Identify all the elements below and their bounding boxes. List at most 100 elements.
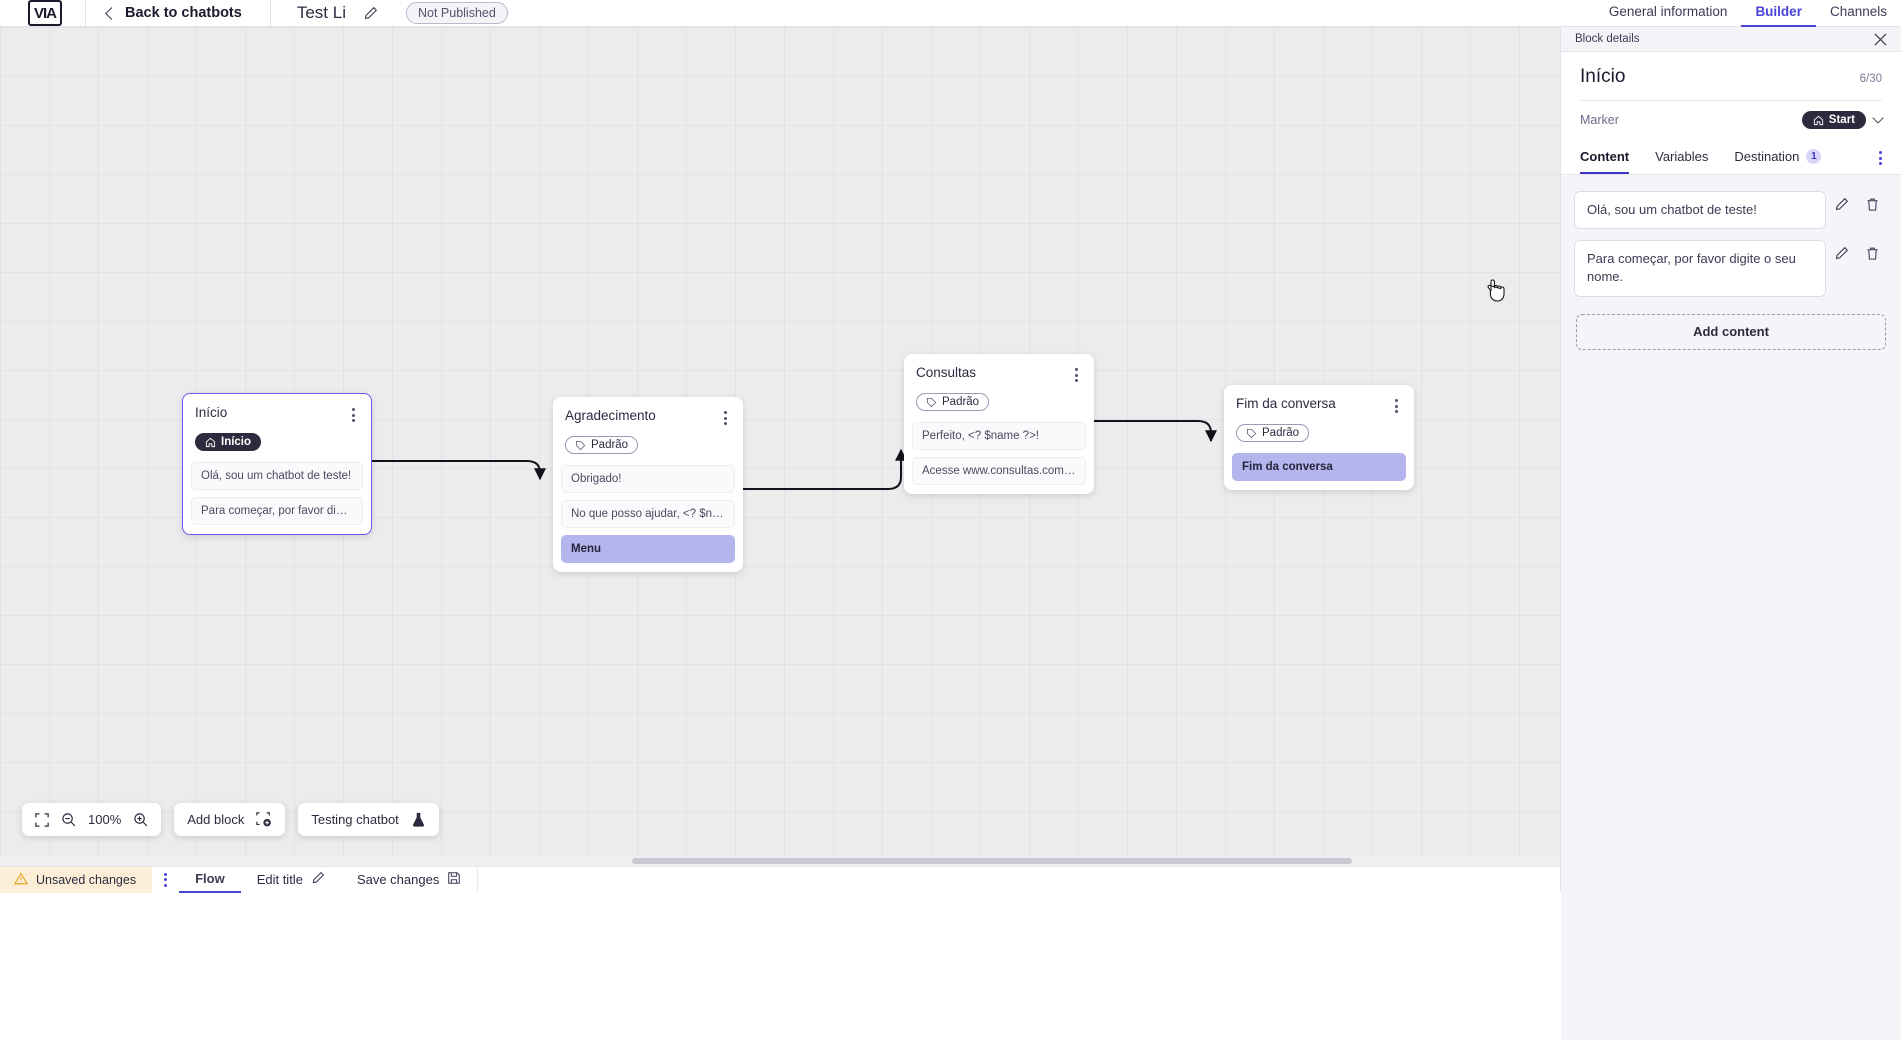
tab-builder[interactable]: Builder (1741, 4, 1816, 27)
tag-icon (1246, 428, 1257, 439)
panel-block-title: Início (1580, 66, 1625, 88)
flow-canvas[interactable]: Início Início Olá, sou um chatbot de tes… (0, 27, 1560, 866)
tab-channels[interactable]: Channels (1816, 4, 1901, 27)
node-message-highlighted[interactable]: Menu (561, 535, 735, 563)
zoom-in-icon[interactable] (133, 812, 148, 827)
close-icon[interactable] (1874, 33, 1887, 46)
bottombar-flow-tab[interactable]: Flow (179, 867, 241, 893)
tab-variables[interactable]: Variables (1655, 143, 1708, 174)
node-title: Início (195, 405, 227, 420)
content-text[interactable]: Para começar, por favor digite o seu nom… (1574, 240, 1826, 296)
add-block-label: Add block (187, 812, 244, 827)
header-divider-1 (85, 0, 86, 27)
node-menu-button[interactable] (1391, 396, 1402, 416)
node-message-highlighted[interactable]: Fim da conversa (1232, 453, 1406, 481)
delete-content-trash-icon[interactable] (1857, 197, 1888, 212)
brand-logo[interactable]: VIA (28, 0, 62, 26)
content-row: Para começar, por favor digite o seu nom… (1574, 240, 1888, 296)
save-disk-icon (447, 871, 461, 888)
unsaved-changes-label: Unsaved changes (36, 873, 136, 887)
node-tag-label: Padrão (1262, 427, 1299, 439)
content-row: Olá, sou um chatbot de teste! (1574, 191, 1888, 229)
flow-node-fim-da-conversa[interactable]: Fim da conversa Padrão Fim da conversa (1224, 385, 1414, 490)
node-message[interactable]: Olá, sou um chatbot de teste! (191, 462, 363, 490)
add-block-button[interactable]: Add block (174, 803, 285, 836)
bottom-status-bar: Unsaved changes Flow Edit title Save cha… (0, 866, 1560, 892)
node-tag-row: Padrão (553, 428, 743, 465)
node-header: Agradecimento (553, 397, 743, 428)
node-menu-button[interactable] (1071, 365, 1082, 385)
home-icon (205, 437, 216, 448)
edit-content-pencil-icon[interactable] (1826, 197, 1857, 212)
tab-general-information[interactable]: General information (1595, 4, 1742, 27)
node-message[interactable]: Acesse www.consultas.com par... (912, 457, 1086, 485)
panel-content-area: Olá, sou um chatbot de teste! Para começ… (1561, 175, 1901, 1040)
content-text[interactable]: Olá, sou um chatbot de teste! (1574, 191, 1826, 229)
content-row-actions (1826, 191, 1888, 212)
node-message[interactable]: Perfeito, <? $name ?>! (912, 422, 1086, 450)
tab-variables-label: Variables (1655, 149, 1708, 164)
add-content-button[interactable]: Add content (1576, 314, 1886, 350)
node-header: Fim da conversa (1224, 385, 1414, 416)
node-menu-button[interactable] (348, 405, 359, 425)
chevron-left-icon (105, 7, 118, 20)
node-title: Agradecimento (565, 408, 656, 423)
tag-icon (575, 440, 586, 451)
zoom-controls: 100% (22, 803, 161, 836)
back-to-chatbots-link[interactable]: Back to chatbots (107, 5, 242, 21)
node-message[interactable]: No que posso ajudar, <? $name ... (561, 500, 735, 528)
node-header: Consultas (904, 354, 1094, 385)
panel-more-options-button[interactable] (1874, 148, 1887, 168)
testing-chatbot-label: Testing chatbot (311, 812, 398, 827)
panel-char-count: 6/30 (1860, 73, 1882, 85)
flask-icon (411, 812, 426, 828)
bottombar-save-label: Save changes (357, 872, 439, 887)
add-block-icon (256, 812, 272, 828)
scrollbar-thumb[interactable] (632, 858, 1352, 864)
bottombar-edit-title-label: Edit title (257, 872, 303, 887)
flow-node-consultas[interactable]: Consultas Padrão Perfeito, <? $name ?>! … (904, 354, 1094, 494)
bottombar-save-changes-button[interactable]: Save changes (341, 867, 477, 893)
tab-content-label: Content (1580, 149, 1629, 164)
delete-content-trash-icon[interactable] (1857, 246, 1888, 261)
home-icon (1813, 115, 1824, 126)
canvas-horizontal-scrollbar[interactable] (0, 856, 1560, 866)
tab-content[interactable]: Content (1580, 143, 1629, 174)
zoom-level: 100% (88, 812, 121, 827)
top-nav-tabs: General information Builder Channels (1595, 0, 1901, 27)
testing-chatbot-button[interactable]: Testing chatbot (298, 803, 438, 836)
marker-value-pill[interactable]: Start (1802, 111, 1866, 129)
edit-content-pencil-icon[interactable] (1826, 246, 1857, 261)
node-message[interactable]: Para começar, por favor digite o ... (191, 497, 363, 525)
edit-title-pencil-icon[interactable] (363, 6, 378, 21)
marker-row: Marker Start (1580, 101, 1882, 129)
panel-topbar-label: Block details (1575, 33, 1640, 45)
tag-icon (926, 397, 937, 408)
zoom-out-icon[interactable] (61, 812, 76, 827)
tab-destination[interactable]: Destination 1 (1734, 143, 1821, 174)
node-title: Consultas (916, 365, 976, 380)
flow-node-agradecimento[interactable]: Agradecimento Padrão Obrigado! No que po… (553, 397, 743, 572)
marker-control[interactable]: Start (1802, 111, 1882, 129)
node-tag-label: Padrão (942, 396, 979, 408)
flow-node-inicio[interactable]: Início Início Olá, sou um chatbot de tes… (182, 393, 372, 535)
panel-tabs: Content Variables Destination 1 (1561, 143, 1901, 175)
node-menu-button[interactable] (720, 408, 731, 428)
node-messages: Perfeito, <? $name ?>! Acesse www.consul… (904, 422, 1094, 485)
node-header: Início (183, 394, 371, 425)
chevron-down-icon[interactable] (1872, 112, 1883, 123)
node-title: Fim da conversa (1236, 396, 1336, 411)
node-messages: Olá, sou um chatbot de teste! Para começ… (183, 462, 371, 525)
node-messages: Obrigado! No que posso ajudar, <? $name … (553, 465, 743, 563)
node-tag-default: Padrão (916, 393, 989, 411)
fit-screen-icon[interactable] (35, 813, 49, 827)
node-message[interactable]: Obrigado! (561, 465, 735, 493)
warning-triangle-icon (14, 872, 28, 888)
bottombar-divider (477, 867, 478, 893)
bottombar-more-button[interactable] (152, 873, 179, 887)
pencil-icon (311, 871, 325, 888)
canvas-toolbar: 100% Add block Testing chatbot (22, 803, 439, 836)
bottombar-edit-title-button[interactable]: Edit title (241, 867, 341, 893)
unsaved-changes-indicator: Unsaved changes (0, 867, 152, 893)
panel-header: Início 6/30 Marker Start (1561, 52, 1901, 129)
